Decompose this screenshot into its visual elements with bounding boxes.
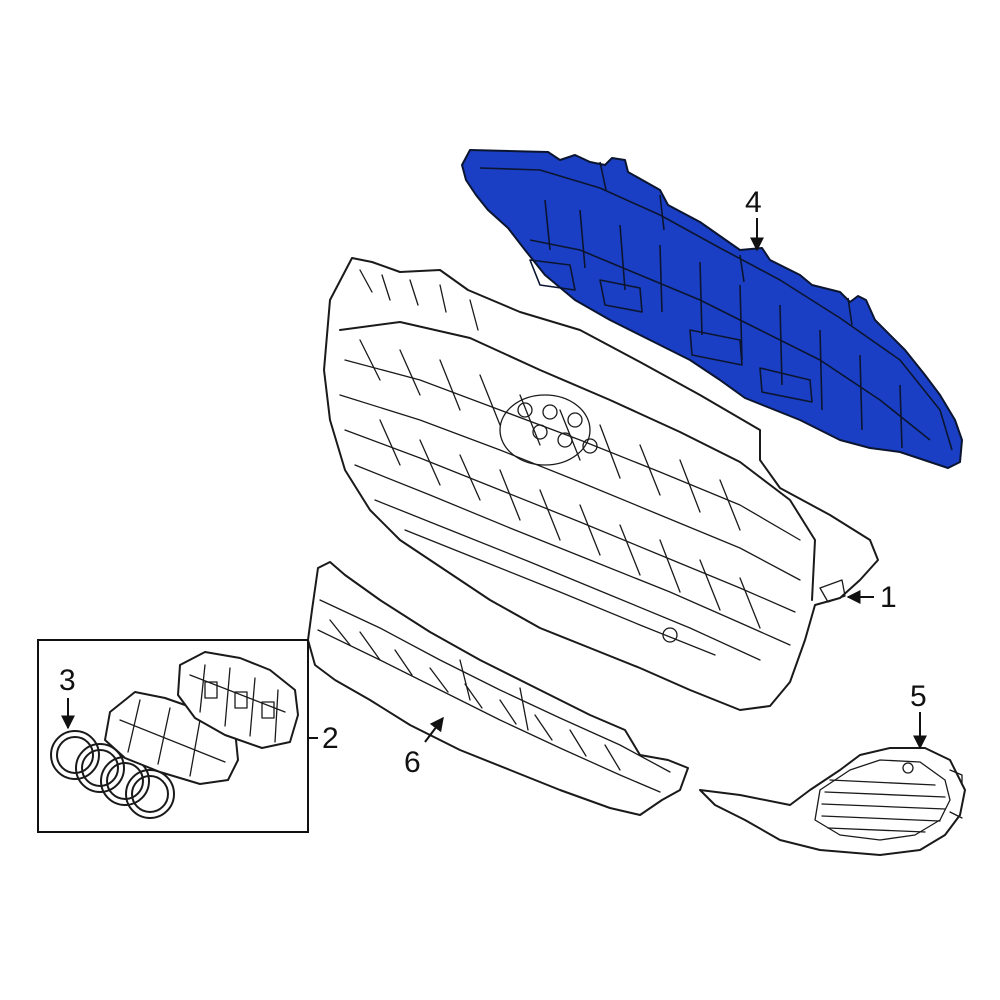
- lower-grille-icon[interactable]: [307, 561, 689, 816]
- rings-emblem-icon[interactable]: [50, 730, 175, 819]
- callout-6: 6: [404, 746, 421, 779]
- callout-5: 5: [910, 680, 927, 713]
- callout-3: 3: [59, 664, 76, 697]
- callout-2: 2: [322, 722, 339, 755]
- grille-assembly-icon[interactable]: [323, 257, 879, 711]
- upper-reinforcement-icon[interactable]: [461, 149, 963, 469]
- emblem-kit-box: [37, 639, 309, 833]
- emblem-bracket-icon[interactable]: [177, 651, 299, 749]
- callout-1: 1: [880, 581, 897, 614]
- leader-6: [424, 716, 444, 743]
- fog-lamp-cover-icon[interactable]: [699, 747, 966, 856]
- callout-4: 4: [745, 186, 762, 219]
